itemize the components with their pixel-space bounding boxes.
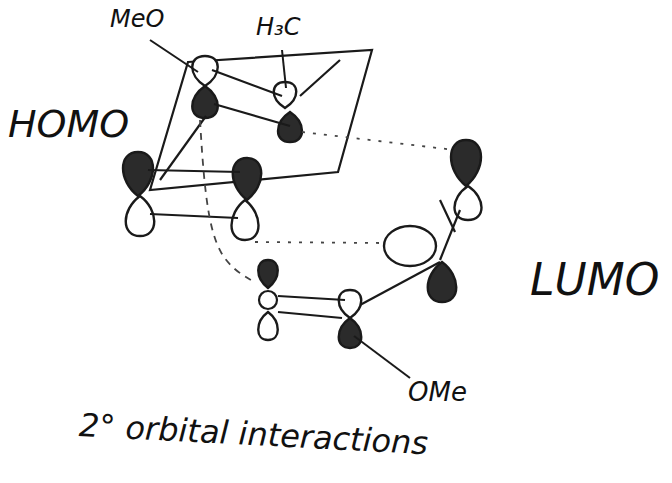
orbital-interaction <box>302 132 455 150</box>
p-orbital-lobe <box>384 226 436 266</box>
p-orbital-lobe <box>126 196 155 236</box>
orbital-node <box>259 291 277 309</box>
bond-line <box>278 296 345 300</box>
p-orbital-lobe <box>339 318 362 348</box>
p-orbital-lobe <box>428 262 457 302</box>
p-orbital-lobe <box>451 140 481 186</box>
p-orbital-lobe <box>192 86 218 118</box>
substituent-label: OMe <box>408 378 467 407</box>
p-orbital-lobe <box>123 152 153 196</box>
bond-line <box>214 104 290 126</box>
p-orbital-lobe <box>339 290 362 318</box>
orbital-interaction <box>255 242 382 243</box>
caption-note: 2° orbital interactions <box>78 408 429 461</box>
bond-line <box>212 70 282 96</box>
orbital-interaction <box>200 120 254 282</box>
bond-line <box>300 60 340 96</box>
substituent-label: H₃C <box>256 14 300 40</box>
bond-line <box>160 116 206 180</box>
p-orbital-lobe <box>258 260 278 288</box>
bond-line <box>148 170 240 172</box>
bond-line <box>360 262 440 305</box>
p-orbital-lobe <box>233 158 262 200</box>
bond-line <box>150 214 238 218</box>
p-orbital-lobe <box>258 312 278 340</box>
orbital-label: HOMO <box>8 104 129 146</box>
leader-line <box>354 336 410 378</box>
bond-line <box>440 200 455 232</box>
leader-line <box>282 50 286 88</box>
orbital-label: LUMO <box>530 256 659 304</box>
substituent-label: MeO <box>110 6 164 32</box>
bond-line <box>440 210 460 260</box>
p-orbital-lobe <box>232 200 259 240</box>
leader-line <box>150 40 198 72</box>
p-orbital-lobe <box>278 112 302 142</box>
bond-line <box>278 312 342 318</box>
